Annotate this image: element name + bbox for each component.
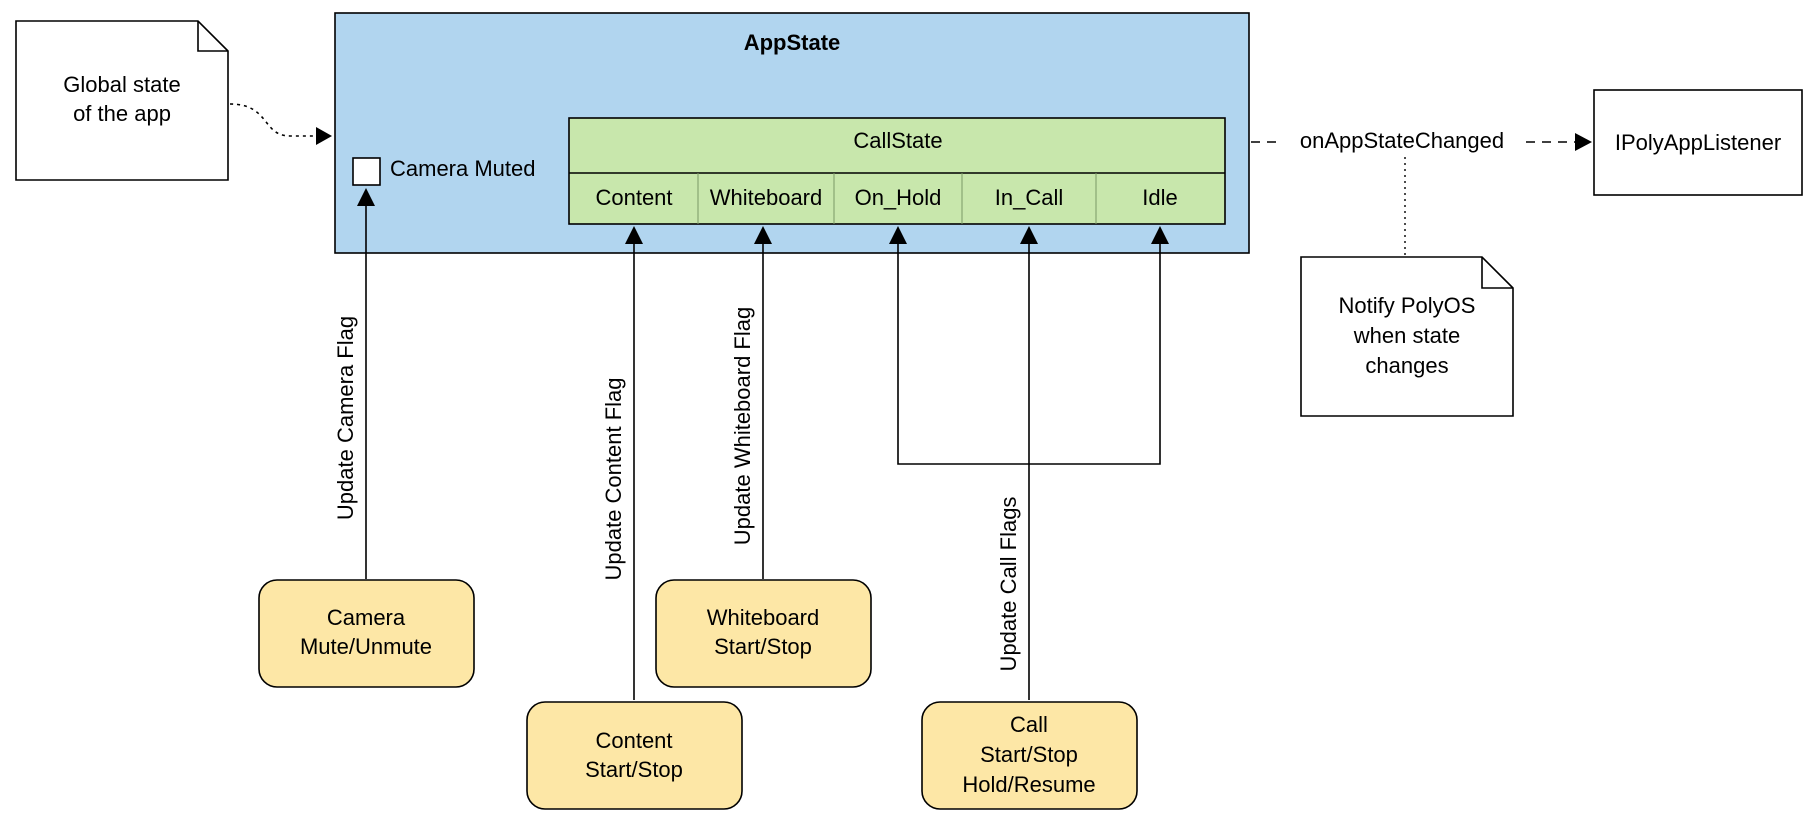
whiteboard-flag-label: Update Whiteboard Flag: [730, 307, 755, 545]
camera-flag-label: Update Camera Flag: [333, 316, 358, 520]
note-line: when state: [1353, 323, 1460, 348]
note-line: changes: [1365, 353, 1448, 378]
action-line: Start/Stop: [585, 757, 683, 782]
note-fold: [1481, 257, 1513, 289]
appstate-title: AppState: [744, 30, 841, 55]
action-line: Call: [1010, 712, 1048, 737]
callstate-rect: [568, 117, 1226, 225]
appstate-box: AppState Camera Muted CallState Content …: [334, 12, 1250, 254]
content-flag-arrowhead: [625, 226, 643, 244]
call-flag-arrowhead-in-call: [1020, 226, 1038, 244]
note-line: Global state: [63, 72, 180, 97]
callstate-cell-idle: Idle: [1142, 185, 1177, 210]
action-box[interactable]: [921, 701, 1138, 810]
note-notify-polyos: Notify PolyOS when state changes: [1300, 256, 1514, 417]
action-line: Mute/Unmute: [300, 634, 432, 659]
call-flag-branch: [897, 242, 1161, 465]
action-line: Camera: [327, 605, 406, 630]
note-fold: [197, 21, 228, 52]
note-line: of the app: [73, 101, 171, 126]
callstate-cell-on-hold: On_Hold: [855, 185, 942, 210]
content-flag-label: Update Content Flag: [601, 377, 626, 580]
action-line: Start/Stop: [714, 634, 812, 659]
listener-box: IPolyAppListener: [1593, 89, 1803, 196]
callstate-box: CallState Content Whiteboard On_Hold In_…: [568, 117, 1226, 225]
note-shape: [1300, 256, 1514, 417]
on-appstate-changed-arrowhead: [1575, 133, 1592, 151]
note-line: Notify PolyOS: [1339, 293, 1476, 318]
callstate-cell-content: Content: [595, 185, 672, 210]
camera-flag-arrowhead: [357, 188, 375, 206]
listener-rect: [1593, 89, 1803, 196]
action-box[interactable]: [258, 579, 475, 688]
on-appstate-changed-label: onAppStateChanged: [1300, 128, 1504, 153]
camera-muted-label: Camera Muted: [390, 156, 536, 181]
callstate-cell-whiteboard: Whiteboard: [710, 185, 823, 210]
action-whiteboard-start-stop[interactable]: Whiteboard Start/Stop: [655, 579, 872, 688]
note-link-arrowhead: [316, 127, 332, 145]
action-line: Content: [595, 728, 672, 753]
action-camera-mute-unmute[interactable]: Camera Mute/Unmute: [258, 579, 475, 688]
callstate-cell-in-call: In_Call: [995, 185, 1063, 210]
action-line: Start/Stop: [980, 742, 1078, 767]
call-flag-arrowhead-idle: [1151, 226, 1169, 244]
call-flag-arrowhead-on-hold: [889, 226, 907, 244]
note-to-appstate-link: [229, 103, 326, 137]
listener-label: IPolyAppListener: [1615, 130, 1781, 155]
camera-muted-checkbox[interactable]: [352, 157, 381, 186]
call-flag-label: Update Call Flags: [996, 497, 1021, 672]
action-content-start-stop[interactable]: Content Start/Stop: [526, 701, 743, 810]
action-line: Hold/Resume: [962, 772, 1095, 797]
note-global-state: Global state of the app: [15, 20, 229, 181]
note-shape: [15, 20, 229, 181]
action-box[interactable]: [655, 579, 872, 688]
callstate-title: CallState: [853, 128, 942, 153]
action-line: Whiteboard: [707, 605, 820, 630]
whiteboard-flag-arrowhead: [754, 226, 772, 244]
action-call-start-stop-hold-resume[interactable]: Call Start/Stop Hold/Resume: [921, 701, 1138, 810]
action-box[interactable]: [526, 701, 743, 810]
